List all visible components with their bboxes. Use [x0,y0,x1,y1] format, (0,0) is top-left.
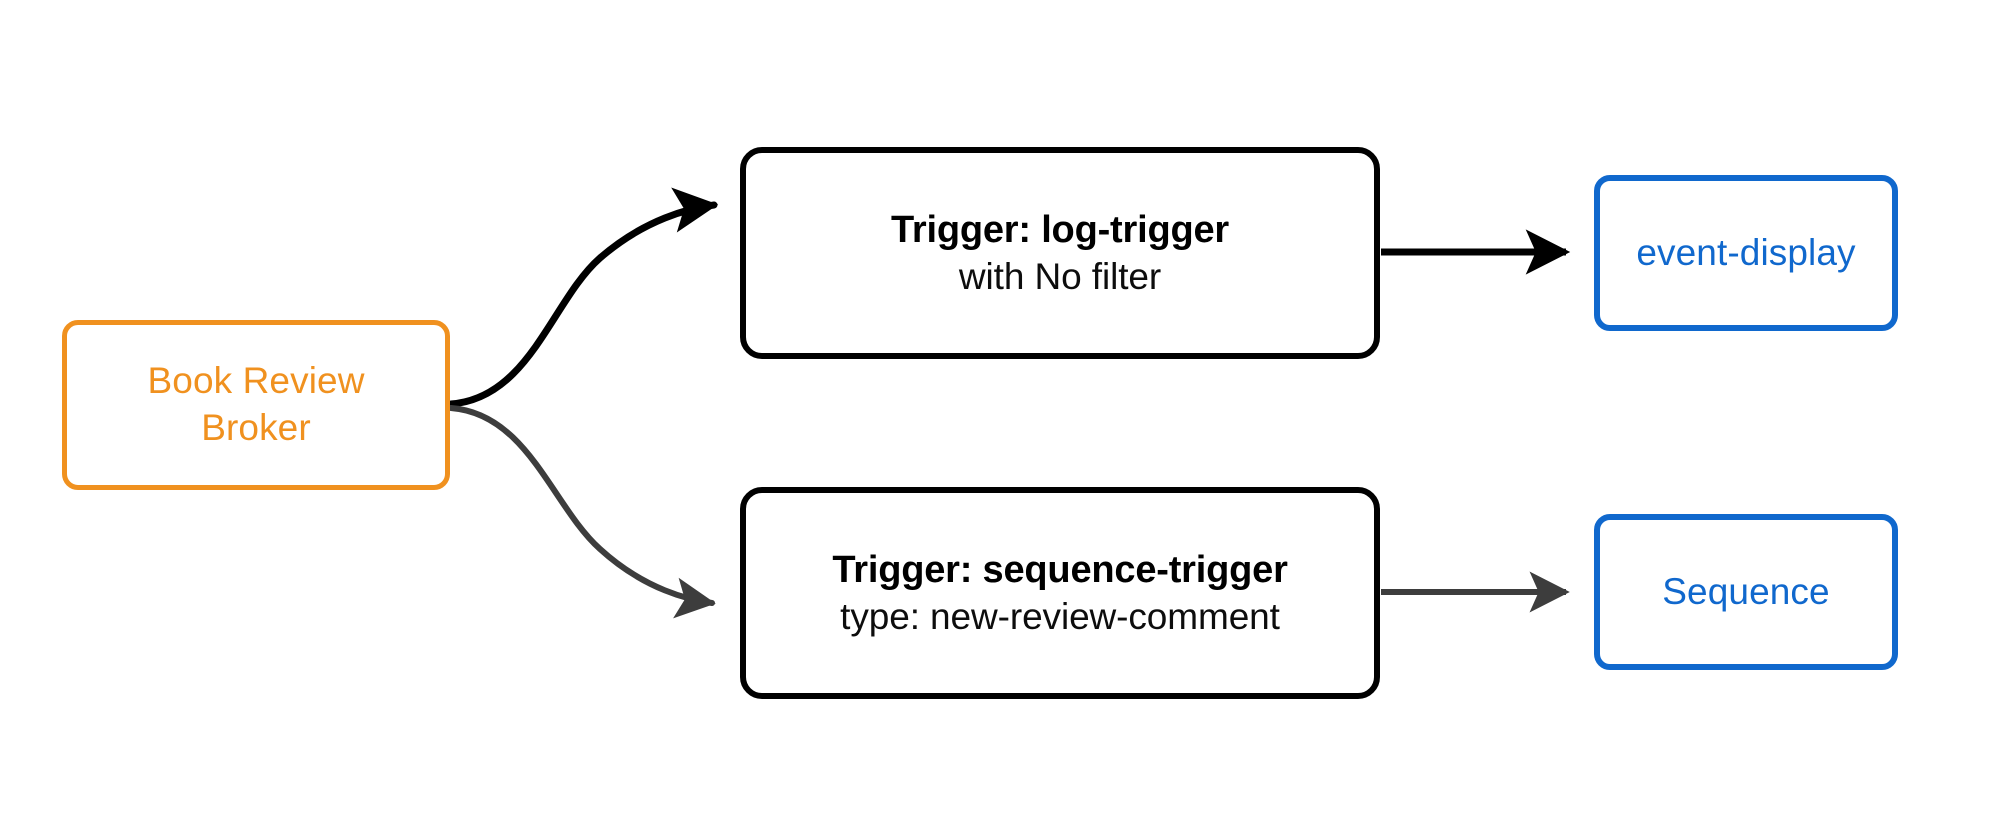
sequence-trigger-title: Trigger: sequence-trigger [832,549,1288,592]
log-trigger-title: Trigger: log-trigger [890,209,1229,252]
node-log-trigger[interactable]: Trigger: log-trigger with No filter [740,147,1380,359]
edge-broker-to-log-trigger [447,187,719,408]
sequence-label: Sequence [1662,570,1830,612]
event-display-label: event-display [1636,231,1856,273]
sequence-trigger-subtitle: type: new-review-comment [840,595,1280,637]
node-sequence[interactable]: Sequence [1594,514,1898,670]
broker-label-line-2: Broker [201,407,311,448]
log-trigger-subtitle: with No filter [958,255,1162,297]
broker-label-line-1: Book Review [147,360,365,402]
edge-broker-to-sequence-trigger [448,405,716,619]
node-event-display[interactable]: event-display [1594,175,1898,331]
node-book-review-broker[interactable]: Book Review Broker [62,320,450,490]
node-sequence-trigger[interactable]: Trigger: sequence-trigger type: new-revi… [740,487,1380,699]
